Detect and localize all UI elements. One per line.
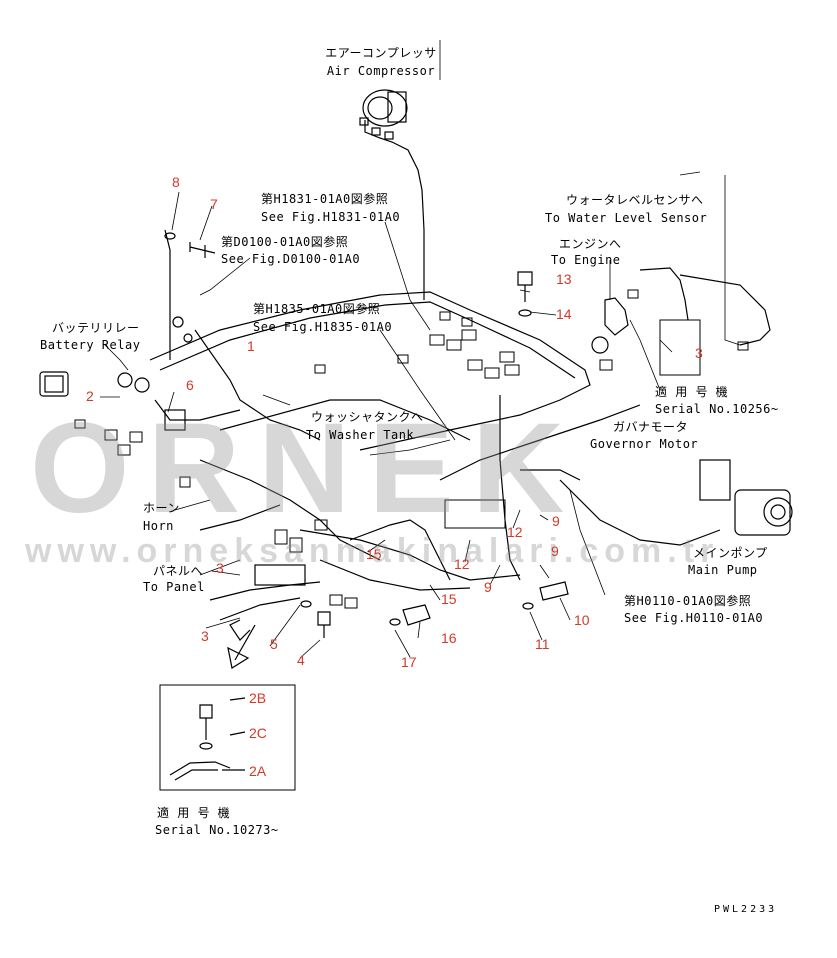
part-number-2c: 2C: [249, 725, 267, 741]
fig-d0100-ref-en: See Fig.D0100-01A0: [221, 252, 361, 266]
air-compressor-shape: [359, 89, 425, 300]
inset-parts-shape: [169, 697, 246, 781]
part-number-10: 10: [574, 612, 590, 628]
inset-frame: [159, 684, 296, 791]
fig-h1835-ref-jp: 第H1835-01A0図参照: [253, 302, 381, 316]
part-number-15-b: 15: [441, 591, 457, 607]
engine-label-en: To Engine: [551, 253, 621, 267]
serial-label-1-en: Serial No.10256~: [655, 402, 779, 416]
part-number-5: 5: [270, 636, 278, 652]
part-number-3-governor: 3: [695, 345, 703, 361]
part-number-6: 6: [186, 377, 194, 393]
part-number-3-panel: 3: [216, 560, 224, 576]
battery-relay-shape: [39, 316, 193, 431]
part-number-2b: 2B: [249, 690, 267, 706]
part-number-12-b: 12: [454, 556, 470, 572]
part-number-4: 4: [297, 652, 305, 668]
inset-arrow: [227, 624, 256, 669]
engine-label-jp: エンジンへ: [559, 237, 622, 251]
panel-label-jp: パネルへ: [153, 564, 204, 578]
watermark-url: www.orneksanmakinalari.com.tr: [25, 532, 720, 570]
battery-relay-label-en: Battery Relay: [40, 338, 141, 352]
connector-shapes: [74, 289, 749, 609]
fig-d0100-ref-jp: 第D0100-01A0図参照: [221, 235, 349, 249]
governor-motor-label-jp: ガバナモータ: [613, 420, 689, 434]
fig-h1831-ref-en: See Fig.H1831-01A0: [261, 210, 401, 224]
serial-label-2-en: Serial No.10273~: [155, 823, 279, 837]
part-number-12-a: 12: [507, 524, 523, 540]
governor-motor-shape: [591, 267, 771, 376]
fig-h1831-ref-jp: 第H1831-01A0図参照: [261, 192, 389, 206]
serial-label-2-jp: 適 用 号 機: [157, 806, 231, 820]
fig-h0110-ref-en: See Fig.H0110-01A0: [624, 611, 764, 625]
drawing-code: PWL2233: [714, 904, 778, 915]
part-number-14: 14: [556, 306, 572, 322]
part-number-9-a: 9: [552, 513, 560, 529]
bolt-shapes: [164, 232, 569, 638]
part-number-2: 2: [86, 388, 94, 404]
part-number-16: 16: [441, 630, 457, 646]
battery-relay-label-jp: バッテリリレー: [52, 321, 140, 335]
part-number-15-a: 15: [366, 546, 382, 562]
air-compressor-label-en: Air Compressor: [326, 64, 436, 78]
water-level-sensor-label-jp: ウォータレベルセンサへ: [566, 193, 704, 207]
part-number-17: 17: [401, 654, 417, 670]
part-number-8: 8: [172, 174, 180, 190]
main-pump-shape: [559, 459, 793, 546]
horn-label-en: Horn: [143, 519, 174, 533]
washer-tank-label-jp: ウォッシャタンクへ: [311, 410, 424, 424]
part-number-3-lower: 3: [201, 628, 209, 644]
panel-label-en: To Panel: [143, 580, 205, 594]
governor-motor-label-en: Governor Motor: [590, 437, 699, 451]
part-number-1: 1: [247, 338, 255, 354]
part-number-9-c: 9: [484, 579, 492, 595]
main-pump-label-jp: メインポンプ: [693, 546, 768, 560]
part-number-11: 11: [535, 636, 550, 652]
main-pump-label-en: Main Pump: [688, 563, 758, 577]
fig-h0110-ref-jp: 第H0110-01A0図参照: [624, 594, 752, 608]
part-number-13: 13: [556, 271, 572, 287]
part-number-2a: 2A: [249, 763, 267, 779]
leader-lines: [100, 40, 741, 659]
washer-tank-label-en: To Washer Tank: [306, 428, 415, 442]
part-number-7: 7: [210, 196, 218, 212]
air-compressor-label-jp: エアーコンプレッサ: [325, 46, 437, 60]
serial-label-1-jp: 適 用 号 機: [655, 385, 729, 399]
water-level-sensor-label-en: To Water Level Sensor: [545, 211, 708, 225]
watermark-brand: ORNEK: [30, 397, 583, 540]
part-number-9-b: 9: [551, 543, 559, 559]
fig-h1835-ref-en: See Fig.H1835-01A0: [253, 320, 393, 334]
horn-lead-shape: [199, 504, 321, 641]
horn-label-jp: ホーン: [143, 501, 180, 515]
